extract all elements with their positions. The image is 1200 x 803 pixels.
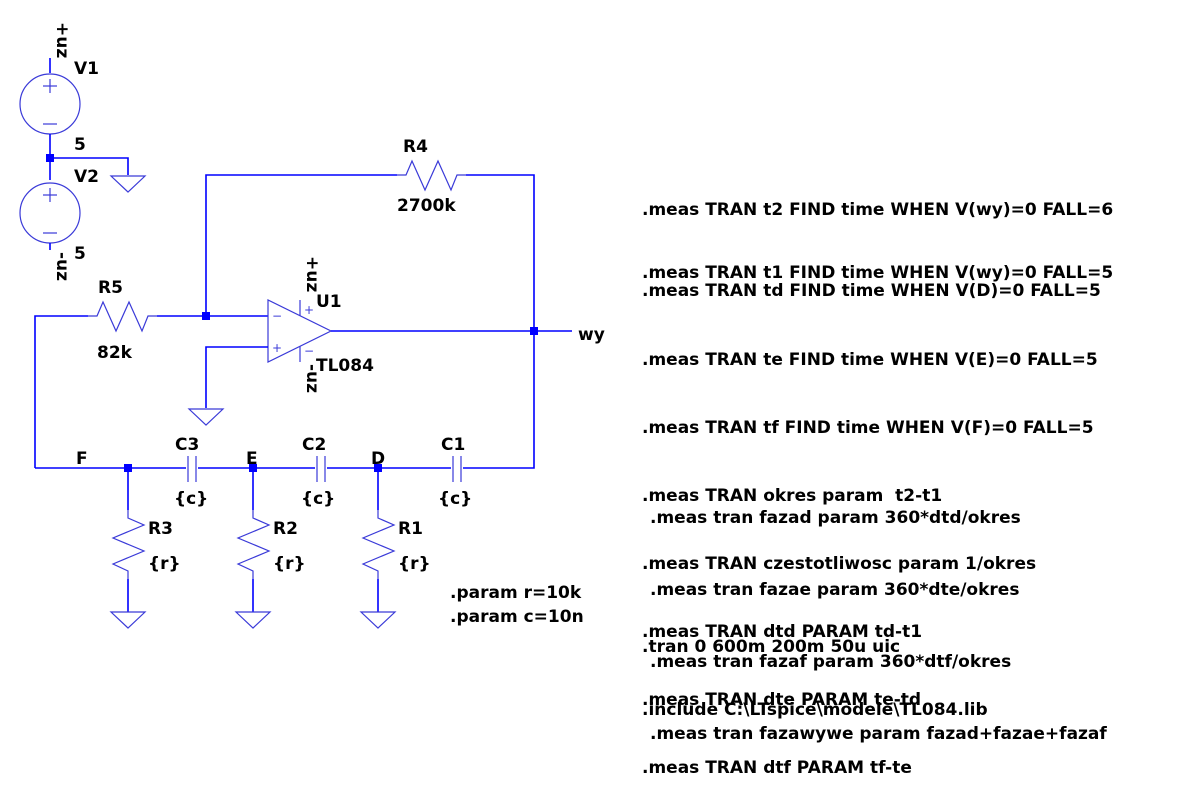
meas-directive[interactable]: .meas TRAN czestotliwosc param 1/okres: [642, 553, 1037, 574]
opamp-vminus-net: -uz: [302, 364, 322, 393]
wire[interactable]: [205, 346, 268, 408]
resistor-r2-icon[interactable]: [236, 510, 271, 579]
resistor-r1-icon[interactable]: [361, 510, 396, 579]
simulation-directive-group[interactable]: .tran 0 600m 200m 50u uic .include C:\LT…: [642, 595, 988, 742]
meas-directive-group-1[interactable]: .meas TRAN t2 FIND time WHEN V(wy)=0 FAL…: [642, 158, 1113, 305]
meas-directive[interactable]: .meas TRAN t1 FIND time WHEN V(wy)=0 FAL…: [642, 263, 1114, 283]
r2-value: {r}: [273, 554, 306, 574]
wire[interactable]: [463, 331, 535, 469]
capacitor-c2[interactable]: [316, 456, 326, 482]
capacitor-c3[interactable]: [187, 456, 197, 482]
opamp-u1[interactable]: − + + −: [267, 299, 333, 363]
resistor-r5-icon[interactable]: [88, 300, 157, 333]
vee-pin-label: −: [304, 344, 314, 358]
ground-icon: [109, 175, 147, 193]
c3-name: C3: [175, 435, 199, 455]
ground-icon: [359, 611, 397, 629]
wire[interactable]: [34, 315, 88, 468]
junction: [202, 312, 210, 320]
r3-value: {r}: [148, 554, 181, 574]
meas-directive[interactable]: .meas TRAN te FIND time WHEN V(E)=0 FALL…: [642, 349, 1098, 370]
opamp-vplus-net: +uz: [302, 256, 322, 292]
c2-name: C2: [302, 435, 326, 455]
v1-value: 5: [74, 135, 86, 155]
r3-name: R3: [148, 519, 173, 539]
meas-directive[interactable]: .meas TRAN tf FIND time WHEN V(F)=0 FALL…: [642, 417, 1094, 438]
net-label-vplus: +uz: [52, 22, 72, 58]
meas-directive[interactable]: .meas TRAN td FIND time WHEN V(D)=0 FALL…: [642, 281, 1101, 302]
r4-value: 2700k: [397, 196, 456, 216]
voltage-source-v2[interactable]: [19, 158, 81, 250]
v2-name: V2: [74, 167, 99, 187]
r5-value: 82k: [97, 343, 133, 363]
param-directive-c[interactable]: .param c=10n: [450, 607, 584, 627]
v1-name: V1: [74, 59, 99, 79]
include-directive[interactable]: .include C:\LTspice\modele\TL084.lib: [642, 700, 988, 720]
tran-directive[interactable]: .tran 0 600m 200m 50u uic: [642, 637, 901, 657]
wire[interactable]: [466, 174, 535, 331]
net-label-f: F: [76, 449, 88, 469]
schematic-canvas[interactable]: +uz V1 5 V2 5 -uz R4 2700k R5 82k − + + …: [0, 0, 1200, 650]
noninverting-pin-label: +: [272, 341, 282, 355]
r1-value: {r}: [398, 554, 431, 574]
voltage-source-v1[interactable]: [19, 58, 81, 158]
net-label-vminus: -uz: [52, 252, 72, 281]
ground-icon: [234, 611, 272, 629]
meas-directive[interactable]: .meas TRAN dtd PARAM td-t1: [642, 621, 923, 642]
net-label-e: E: [246, 449, 258, 469]
meas-directive[interactable]: .meas tran fazad param 360*dtd/okres: [650, 508, 1021, 528]
resistor-r3-icon[interactable]: [111, 510, 146, 579]
r5-name: R5: [98, 278, 123, 298]
meas-directive[interactable]: .meas TRAN okres param t2-t1: [642, 485, 943, 506]
v2-value: 5: [74, 244, 86, 264]
c1-value: {c}: [438, 489, 472, 509]
param-directive-r[interactable]: .param r=10k: [450, 583, 582, 603]
r4-name: R4: [403, 137, 428, 157]
u1-name: U1: [316, 292, 342, 312]
r1-name: R1: [398, 519, 423, 539]
meas-directive[interactable]: .meas tran fazae param 360*dte/okres: [650, 580, 1020, 600]
c1-name: C1: [441, 435, 465, 455]
u1-model: TL084: [316, 356, 374, 376]
c3-value: {c}: [174, 489, 208, 509]
c2-value: {c}: [301, 489, 335, 509]
net-label-wy: wy: [578, 325, 605, 345]
wire[interactable]: [205, 174, 397, 316]
meas-directive[interactable]: .meas TRAN t2 FIND time WHEN V(wy)=0 FAL…: [642, 200, 1114, 220]
ground-icon: [187, 408, 225, 426]
ground-icon: [109, 611, 147, 629]
resistor-r4-icon[interactable]: [397, 159, 466, 192]
r2-name: R2: [273, 519, 298, 539]
wire[interactable]: [50, 157, 129, 175]
inverting-pin-label: −: [272, 309, 282, 323]
vcc-pin-label: +: [304, 303, 314, 317]
capacitor-c1[interactable]: [452, 456, 462, 482]
